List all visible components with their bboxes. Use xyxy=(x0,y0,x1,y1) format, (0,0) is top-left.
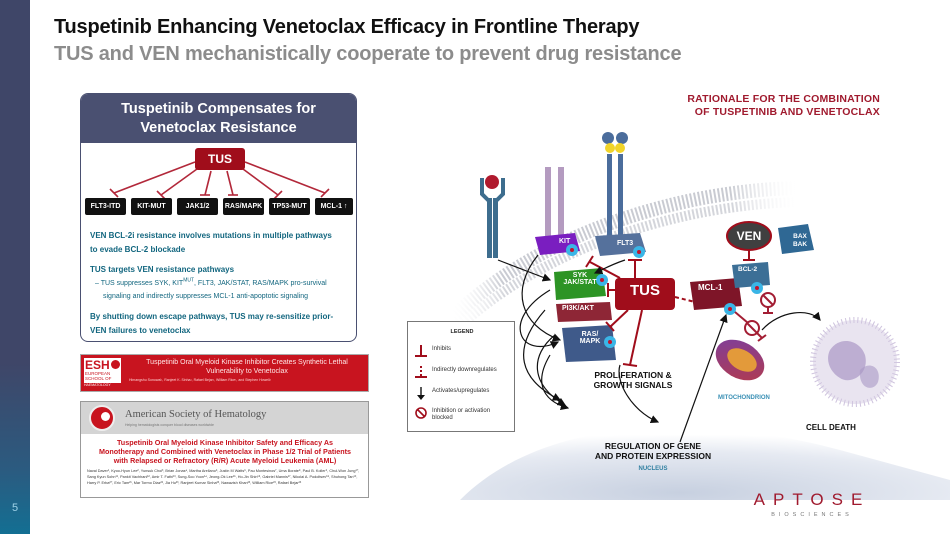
ash-org-name: American Society of Hematology xyxy=(125,409,267,420)
ash-logo-icon xyxy=(89,405,115,431)
nucleus-label: NUCLEUS xyxy=(638,466,668,472)
point-tus-suppresses: – TUS suppresses SYK, KITMUT, FLT3, JAK/… xyxy=(95,277,327,300)
generic-receptor-icon xyxy=(480,175,505,258)
card-header: Tuspetinib Compensates for Venetoclax Re… xyxy=(81,94,356,143)
aptose-subtitle: BIOSCIENCES xyxy=(771,512,853,518)
slide-title: Tuspetinib Enhancing Venetoclax Efficacy… xyxy=(54,16,640,38)
pathway-kit-mut: KIT-MUT xyxy=(131,198,172,215)
ash-tagline: Helping hematologists conquer blood dise… xyxy=(125,423,214,427)
point-ven-resistance: VEN BCL-2i resistance involves mutations… xyxy=(90,231,332,254)
tus-diagram-label: TUS xyxy=(630,282,660,299)
aptose-logo: APTOSE BIOSCIENCES xyxy=(737,490,887,524)
kit-receptor-icon xyxy=(535,167,580,256)
legend: LEGEND Inhibits Indirectly downregulates… xyxy=(407,321,515,432)
syk-jak-node xyxy=(554,268,606,300)
legend-item-indirect: Indirectly downregulates xyxy=(415,365,515,379)
pathway-flt3-itd: FLT3-ITD xyxy=(85,198,126,215)
blocked-icon xyxy=(734,311,767,342)
cell-death-label: CELL DEATH xyxy=(806,423,856,432)
legend-item-blocked: Inhibition or activation blocked xyxy=(415,406,515,426)
flt3-receptor-icon xyxy=(595,132,646,258)
inhibit-icon xyxy=(415,345,427,357)
inhibit-line-jak xyxy=(204,170,212,196)
esh-title: Tuspetinib Oral Myeloid Kinase Inhibitor… xyxy=(146,359,348,375)
activation-arrows xyxy=(497,254,821,443)
inhibit-line-mcl1 xyxy=(244,161,326,194)
pathway-tp53-mut: TP53-MUT xyxy=(269,198,310,215)
indirect-inhibit-icon xyxy=(415,366,427,378)
pathway-mcl1-up: MCL-1 ↑ xyxy=(315,198,353,215)
ras-mapk-node xyxy=(562,325,616,362)
nucleus-region xyxy=(460,427,950,500)
tuspetinib-compensation-card: Tuspetinib Compensates for Venetoclax Re… xyxy=(80,93,357,342)
esh-authors: Himangshu Sonowal¹, Ranjeet K. Sinha¹, R… xyxy=(129,378,271,382)
inhibit-line-ras xyxy=(226,170,234,196)
blocked-icon xyxy=(415,407,427,419)
page-number: 5 xyxy=(11,502,19,514)
kit-label: KIT xyxy=(559,238,571,245)
diagram-heading: RATIONALE FOR THE COMBINATION OF TUSPETI… xyxy=(687,93,880,118)
sidebar-accent-bar xyxy=(0,0,30,534)
mcl1-node xyxy=(690,278,742,310)
inhibit-line-flt3 xyxy=(113,161,196,194)
pi3k-akt-node xyxy=(556,302,612,322)
proliferation-label: PROLIFERATION &GROWTH SIGNALS xyxy=(593,370,673,390)
bcl2-label: BCL-2 xyxy=(738,266,758,273)
esh-logo: ESH EUROPEAN SCHOOL OF HAEMATOLOGY xyxy=(83,357,122,389)
pi3k-akt-label: PI3K/AKT xyxy=(562,305,594,312)
tus-node: TUS xyxy=(195,148,245,170)
point-resensitize: By shutting down escape pathways, TUS ma… xyxy=(90,312,334,335)
inhibit-line-kit xyxy=(160,168,198,196)
aptose-wordmark: APTOSE xyxy=(753,490,871,509)
mcl1-label: MCL-1 xyxy=(698,283,723,292)
point-tus-targets: TUS targets VEN resistance pathways xyxy=(90,265,235,274)
cell-membrane xyxy=(445,181,801,325)
legend-title: LEGEND xyxy=(450,329,474,335)
pathway-jak: JAK1/2 xyxy=(177,198,218,215)
card-header-line1: Tuspetinib Compensates for xyxy=(121,101,316,117)
bcl2-node xyxy=(732,262,770,288)
ven-label: VEN xyxy=(736,229,762,243)
inhibition-lines xyxy=(109,161,330,200)
blocked-icon xyxy=(760,292,776,314)
ash-abstract-card: American Society of Hematology Helping h… xyxy=(80,401,369,498)
mitochondrion-label: MITOCHONDRION xyxy=(718,395,770,401)
esh-publication-banner: ESH EUROPEAN SCHOOL OF HAEMATOLOGY Tuspe… xyxy=(80,354,369,392)
flt3-label: FLT3 xyxy=(617,240,634,247)
dying-cell-icon xyxy=(810,317,900,407)
bax-bak-node xyxy=(778,224,814,254)
ash-authors: Naval Daver¹, Kyoo-Hyun Lee², Yunsuk Cho… xyxy=(87,469,360,485)
legend-item-inhibits: Inhibits xyxy=(415,344,515,358)
pathway-ras-mapk: RAS/MAPK xyxy=(223,198,264,215)
ash-header: American Society of Hematology Helping h… xyxy=(81,402,368,434)
slide-subtitle: TUS and VEN mechanistically cooperate to… xyxy=(54,43,682,65)
legend-item-activates: Activates/upregulates xyxy=(415,386,515,400)
mechanism-diagram xyxy=(445,132,950,500)
card-header-line2: Venetoclax Resistance xyxy=(140,120,297,136)
activate-arrow-icon xyxy=(417,387,425,400)
ash-title: Tuspetinib Oral Myeloid Kinase Inhibitor… xyxy=(98,438,351,465)
tus-inhibition-lines xyxy=(585,255,696,367)
ras-mapk-label: RAS/MAPK xyxy=(579,331,601,345)
tus-diagram-node xyxy=(615,278,675,310)
inhibit-line-tp53 xyxy=(242,168,279,196)
